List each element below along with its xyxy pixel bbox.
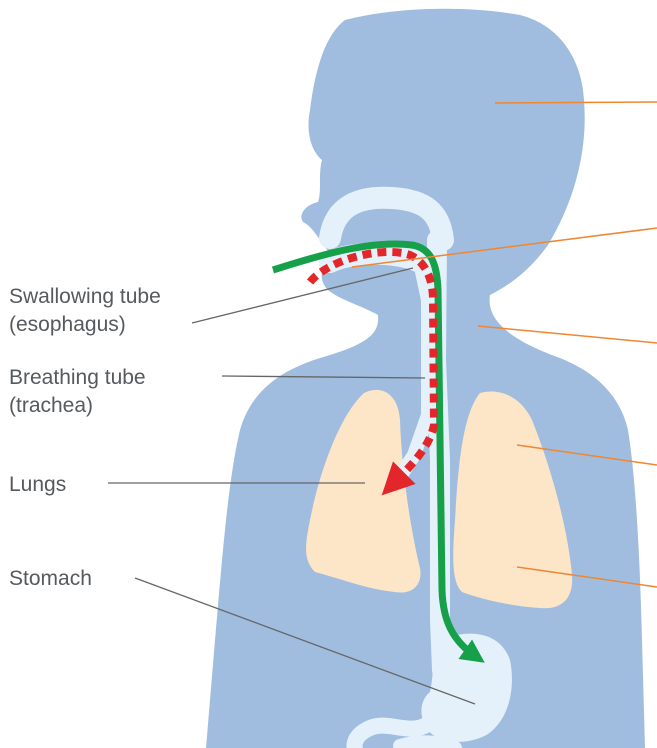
leader-head xyxy=(495,102,657,103)
label-trachea-line2: (trachea) xyxy=(9,394,93,417)
label-lungs: Lungs xyxy=(9,473,66,496)
intestine-lower xyxy=(400,742,455,748)
label-esophagus-line1: Swallowing tube xyxy=(9,285,161,308)
label-stomach: Stomach xyxy=(9,567,92,590)
label-trachea-line1: Breathing tube xyxy=(9,366,146,389)
label-esophagus-line2: (esophagus) xyxy=(9,313,126,336)
